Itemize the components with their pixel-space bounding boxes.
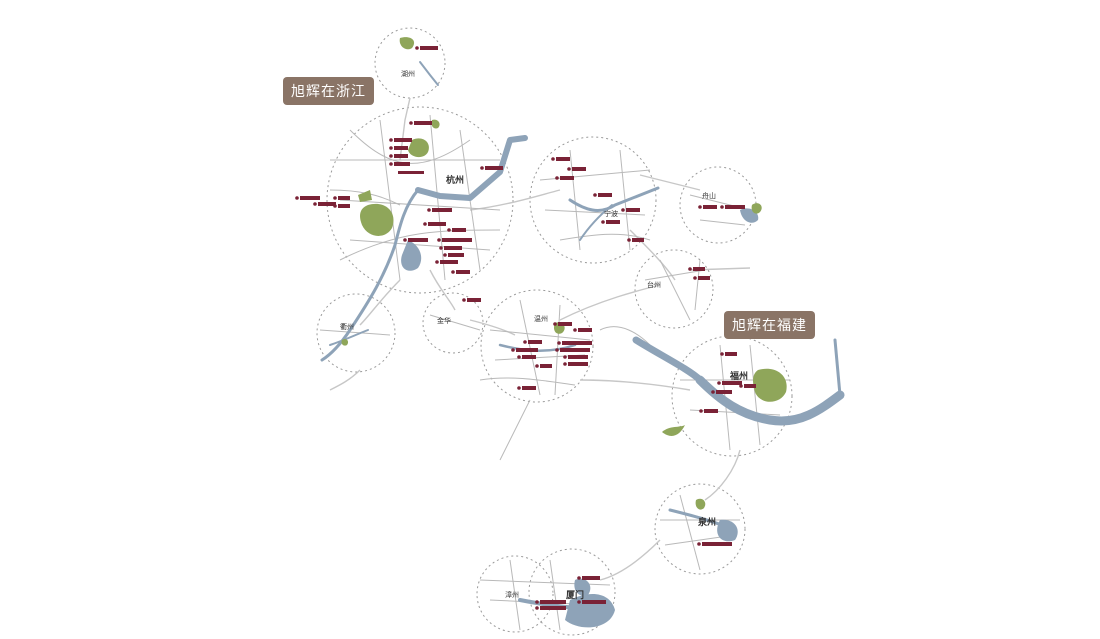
city-label-zhangzhou: 漳州: [505, 590, 519, 599]
city-label-quzhou: 衢州: [340, 322, 354, 331]
city-label-jinhua: 金华: [437, 316, 451, 325]
city-label-taizhou: 台州: [647, 280, 661, 289]
city-label-huzhou: 湖州: [401, 69, 415, 78]
city-labels: 湖州 杭州 宁波 舟山 台州 金华 衢州 温州 福州 泉州 漳州 厦门: [340, 69, 748, 601]
city-label-zhoushan: 舟山: [702, 191, 716, 200]
city-label-quanzhou: 泉州: [697, 516, 716, 528]
lakes-and-bays: [401, 208, 759, 628]
region-badge-fujian: 旭辉在福建: [724, 311, 815, 339]
city-label-ningbo: 宁波: [604, 209, 618, 218]
city-label-wenzhou: 温州: [534, 314, 548, 323]
highway-network: [329, 97, 751, 581]
quanzhou-bay: [717, 519, 738, 542]
local-roads: [319, 114, 790, 631]
city-label-xiamen: 厦门: [566, 589, 584, 601]
city-label-fuzhou: 福州: [729, 370, 748, 382]
city-label-hangzhou: 杭州: [446, 174, 464, 186]
green-areas: [341, 37, 787, 510]
region-badge-zhejiang: 旭辉在浙江: [283, 77, 374, 105]
west-lake: [401, 240, 422, 271]
project-markers: [295, 46, 756, 610]
xiamen-harbor: [574, 578, 591, 596]
